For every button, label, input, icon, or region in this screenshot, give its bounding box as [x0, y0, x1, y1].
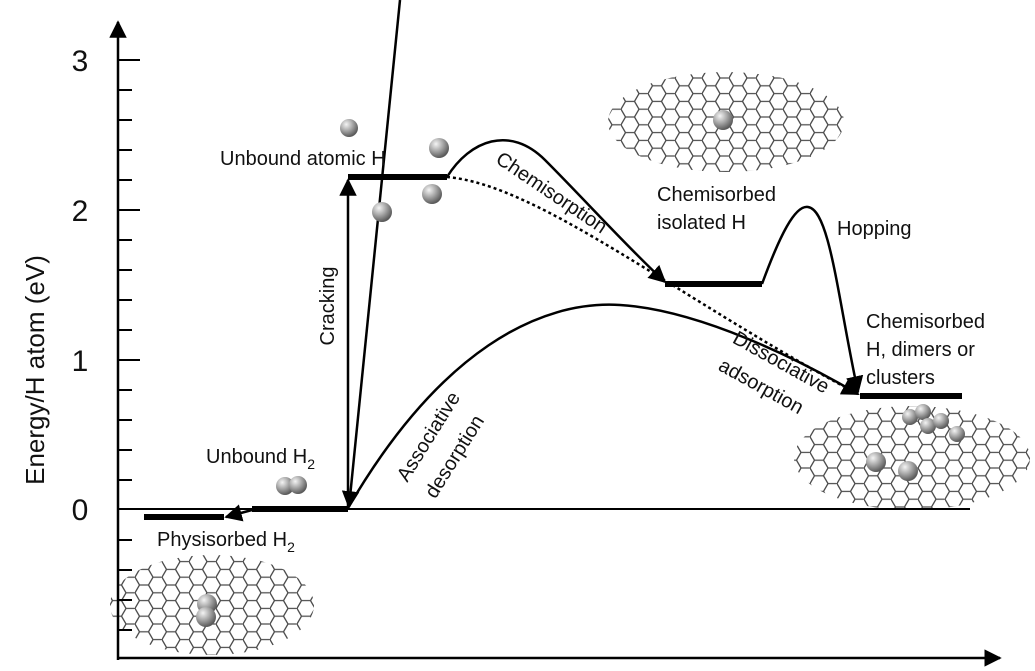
atom-cluster-5: [949, 426, 965, 442]
atom-isolated: [713, 110, 733, 130]
y-tick-label-0: 0: [72, 494, 89, 527]
label-chemisorption: Chemisorption: [492, 148, 611, 238]
atom-free-1: [340, 119, 358, 137]
atom-h2-a: [276, 477, 294, 495]
chemisorption-curve: [445, 139, 667, 284]
atom-cluster-1: [902, 409, 918, 425]
graphene-sheet-clusters: [794, 406, 1030, 510]
associative-desorption-arrow: [341, 0, 402, 509]
y-axis-title: Energy/H atom (eV): [20, 255, 50, 485]
atom-free-3: [372, 202, 392, 222]
y-tick-label-2: 2: [72, 195, 89, 228]
atom-cluster-3: [920, 418, 936, 434]
hopping-curve: [760, 205, 864, 394]
atom-free-2: [429, 138, 449, 158]
y-tick-label-3: 3: [72, 45, 89, 78]
y-axis-ticks: [118, 59, 140, 631]
label-hopping: Hopping: [837, 218, 912, 240]
direct-path-dotted: [446, 175, 860, 396]
atoms: [196, 110, 965, 627]
atom-h2-b: [289, 476, 307, 494]
label-chemisorbed-isolated-2: isolated H: [657, 212, 746, 234]
atom-physisorbed-b: [196, 607, 216, 627]
atom-cluster-6: [866, 452, 886, 472]
atom-cluster-7: [898, 461, 918, 481]
physisorption-arrow: [224, 504, 253, 522]
label-chemisorbed-clusters-1: Chemisorbed: [866, 311, 985, 333]
label-unbound-h2: Unbound H2: [206, 446, 315, 472]
y-tick-label-1: 1: [72, 345, 89, 378]
label-chemisorbed-isolated-1: Chemisorbed: [657, 184, 776, 206]
atom-cluster-2: [915, 404, 931, 420]
dissociative-adsorption-curve: [346, 303, 860, 509]
label-physisorbed-h2: Physisorbed H2: [157, 529, 295, 555]
label-unbound-atomic-h: Unbound atomic H: [220, 148, 386, 170]
label-cracking: Cracking: [317, 267, 339, 346]
label-chemisorbed-clusters-3: clusters: [866, 367, 935, 389]
atom-cluster-4: [933, 413, 949, 429]
atom-free-4: [422, 184, 442, 204]
label-chemisorbed-clusters-2: H, dimers or: [866, 339, 975, 361]
